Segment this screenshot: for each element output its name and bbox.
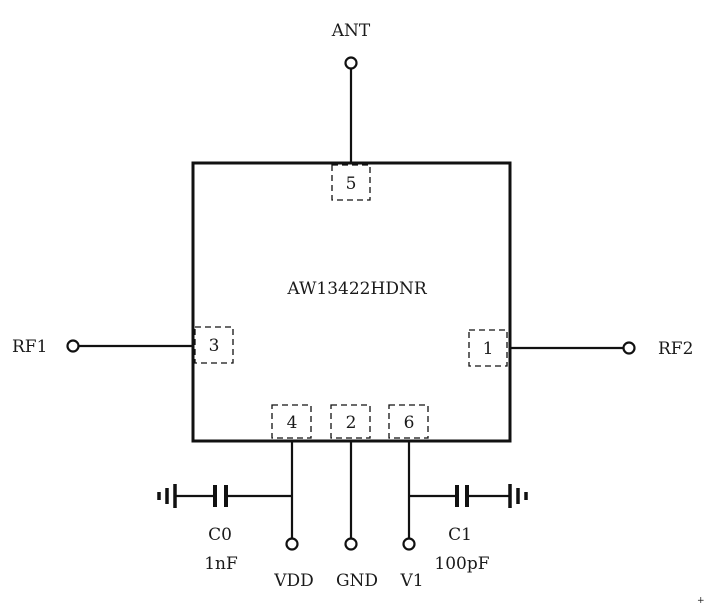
ant-label: ANT xyxy=(331,21,371,41)
c1-name: C1 xyxy=(448,525,472,545)
pin-6-label: 6 xyxy=(404,413,415,433)
pin-1-label: 1 xyxy=(483,339,494,359)
gnd-label: GND xyxy=(336,571,378,591)
pin-2-pad xyxy=(330,404,371,439)
v1-label: V1 xyxy=(399,571,423,591)
pin-4-pad xyxy=(271,404,312,439)
ant-terminal xyxy=(344,56,358,70)
pin-5-pad xyxy=(331,164,371,201)
pin-3-label: 3 xyxy=(209,336,220,356)
pin-5-label: 5 xyxy=(346,174,357,194)
c1-capacitor xyxy=(409,485,509,507)
pin-1-pad xyxy=(468,329,508,367)
c0-name: C0 xyxy=(208,525,232,545)
rf2-terminal xyxy=(622,341,636,355)
c1-ground-icon xyxy=(508,484,528,508)
rf1-label: RF1 xyxy=(12,337,47,357)
v1-terminal xyxy=(402,537,416,551)
rf1-terminal xyxy=(66,339,80,353)
gnd-terminal xyxy=(344,537,358,551)
vdd-terminal xyxy=(285,537,299,551)
c0-value: 1nF xyxy=(204,554,238,574)
corner-mark: + xyxy=(697,596,705,605)
rf2-label: RF2 xyxy=(658,339,693,359)
chip-body xyxy=(191,161,512,443)
c0-capacitor xyxy=(176,485,292,507)
pin-3-pad xyxy=(194,326,234,364)
c0-ground-icon xyxy=(157,484,177,508)
vdd-label: VDD xyxy=(273,571,314,591)
chip-name: AW13422HDNR xyxy=(286,279,427,299)
pin-6-pad xyxy=(388,404,429,439)
pin-4-label: 4 xyxy=(287,413,298,433)
pin-2-label: 2 xyxy=(346,413,357,433)
c1-value: 100pF xyxy=(434,554,489,574)
